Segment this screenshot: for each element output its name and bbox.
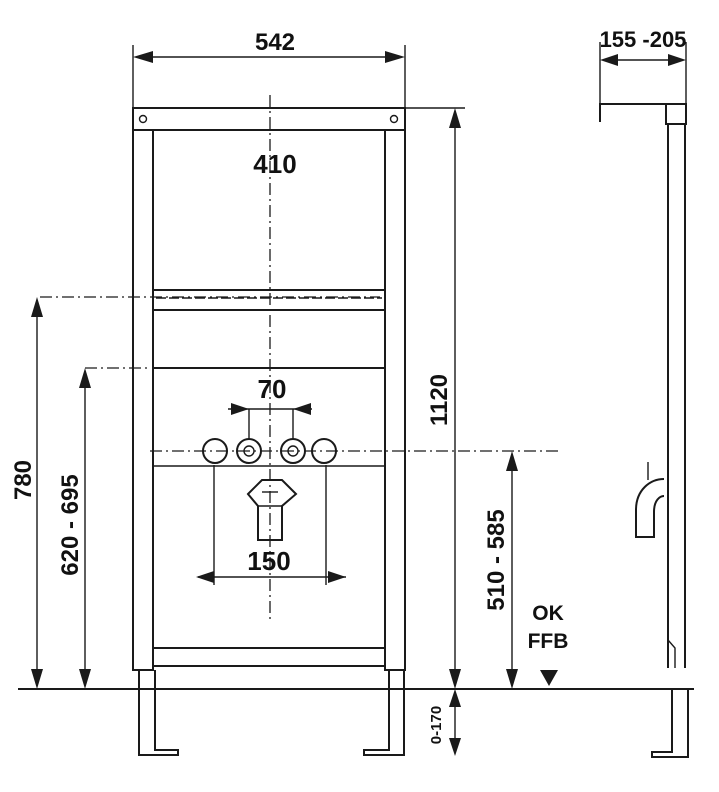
left-leg (138, 670, 179, 756)
label-155-205: 155 -205 (600, 27, 687, 52)
top-plate-hole-right (389, 114, 399, 124)
side-drain-elbow (635, 478, 665, 538)
bottom-rail (152, 647, 386, 667)
dimension-lines (31, 51, 686, 756)
side-view (599, 103, 689, 758)
label-150: 150 (247, 546, 290, 576)
label-410: 410 (253, 149, 296, 179)
top-plate (132, 107, 406, 131)
label-780: 780 (10, 460, 37, 500)
label-1120: 1120 (426, 374, 453, 426)
right-leg (363, 670, 405, 756)
left-upright (132, 129, 154, 671)
label-510-585: 510 - 585 (483, 509, 510, 610)
floor-marker-triangle (540, 670, 558, 686)
label-620-695: 620 - 695 (57, 474, 84, 575)
front-frame (132, 95, 406, 756)
label-ok: OK (532, 602, 564, 625)
side-bracket (599, 103, 666, 122)
drain-fitting (246, 479, 298, 541)
label-70: 70 (258, 374, 287, 404)
label-ffb: FFB (528, 630, 569, 653)
label-0-170: 0-170 (428, 706, 445, 744)
upper-rail (152, 289, 386, 311)
label-542: 542 (255, 29, 295, 56)
right-upright (384, 129, 406, 671)
labels: 542 410 155 -205 70 150 OK FFB 1120 780 … (10, 27, 686, 744)
side-top-block (665, 103, 687, 125)
side-leg (651, 690, 689, 758)
reference-lines (18, 42, 694, 690)
top-plate-hole-left (138, 114, 148, 124)
